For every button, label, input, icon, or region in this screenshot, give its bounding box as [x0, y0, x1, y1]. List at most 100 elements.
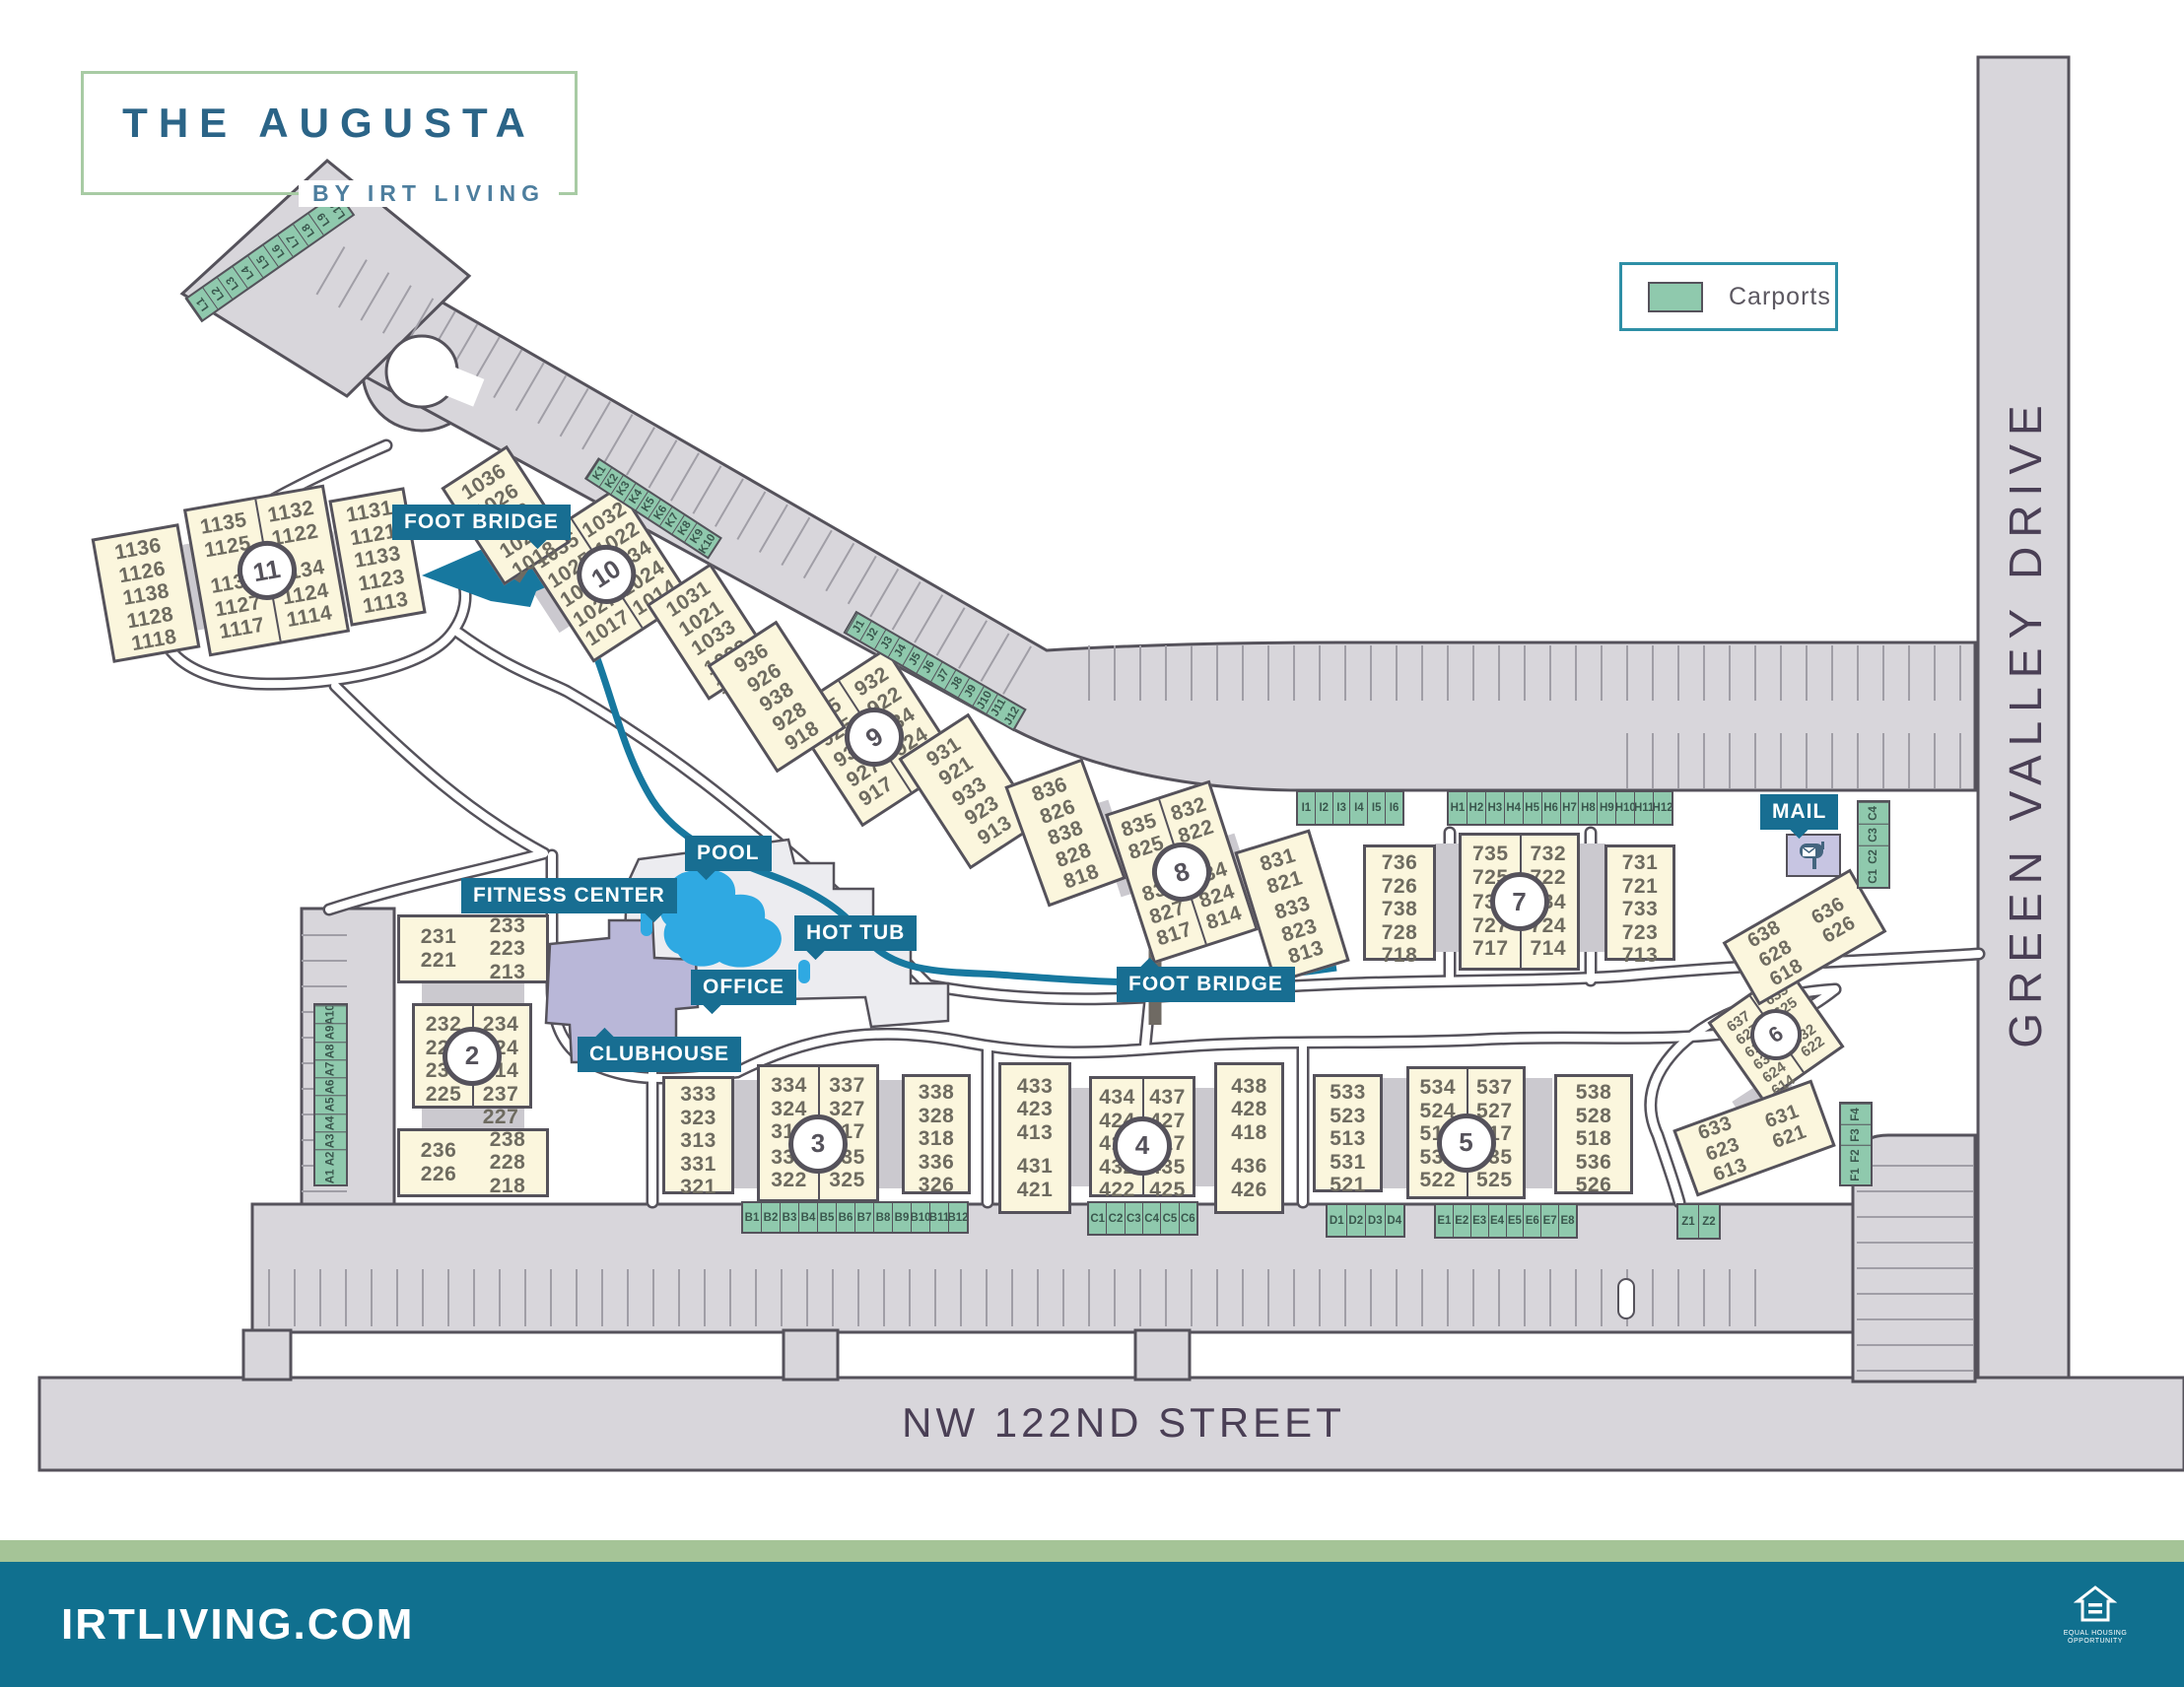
carport-cell: H1: [1449, 792, 1467, 824]
nw-122nd-street-road: [37, 1376, 2184, 1472]
carport-cell: H3: [1486, 792, 1505, 824]
building-7: 735 725 737 727 717 732 722 734 724 714 …: [1459, 833, 1580, 971]
unit-group: 531 521: [1330, 1150, 1366, 1197]
carport-legend-label: Carports: [1729, 282, 1831, 310]
unit-group: 231 221: [420, 925, 457, 972]
unit-group: 536 526: [1575, 1150, 1612, 1197]
carport-cell: C4: [1859, 802, 1888, 824]
building-number-badge: 7: [1489, 872, 1549, 931]
property-name: THE AUGUSTA: [122, 100, 536, 146]
carport-cell: A6: [315, 1077, 346, 1096]
unit-group: 333 323 313: [680, 1083, 717, 1153]
unit-group: 736 726: [1381, 851, 1418, 898]
carport-cell: C4: [1143, 1203, 1162, 1234]
unit-group: 238 228 218: [489, 1127, 526, 1197]
carport-cell: H5: [1524, 792, 1542, 824]
street-label-nw-122nd: NW 122ND STREET: [902, 1399, 1345, 1446]
building-number-badge: 3: [788, 1113, 848, 1174]
carport-cell: H4: [1505, 792, 1524, 824]
carport-cell: C1: [1868, 869, 1879, 884]
green-valley-drive-road: [1976, 55, 2071, 1472]
equal-housing-house-icon: [2073, 1586, 2118, 1622]
carport-cell: B8: [874, 1203, 893, 1232]
unit-group: 636 626: [1808, 892, 1860, 948]
carport-cell: C3: [1859, 823, 1888, 845]
building-units-433: 433 423 413 431 421: [998, 1062, 1071, 1214]
carport-cell: B10: [912, 1203, 930, 1232]
carport-cell: E1: [1436, 1205, 1454, 1237]
unit-group: 832 822: [1168, 792, 1217, 848]
carport-cell: B2: [762, 1203, 781, 1232]
equal-housing-text: EQUAL HOUSING OPPORTUNITY: [2063, 1630, 2128, 1646]
carport-cell: Z2: [1702, 1215, 1716, 1228]
unit-group: 833 823 813: [1271, 892, 1328, 970]
carport-cell: E7: [1541, 1205, 1560, 1237]
carport-cell: B3: [781, 1203, 799, 1232]
building-number-badge: 4: [1113, 1115, 1172, 1176]
carport-cell: E3: [1471, 1205, 1489, 1237]
unit-group: 537 527 517: [1475, 1076, 1513, 1145]
carport-cell: A8: [315, 1041, 346, 1059]
footer-bar: IRTLIVING.COM: [0, 1562, 2184, 1687]
carport-cell: B1: [743, 1203, 762, 1232]
carport-strip-H: H1H2H3H4H5H6H7H8H9H10H11H12: [1447, 790, 1673, 826]
unit-group: 638 628 618: [1743, 916, 1808, 991]
building-4: 434 424 414 432 422 437 427 417 435 425 …: [1089, 1076, 1195, 1201]
carport-cell: B4: [799, 1203, 818, 1232]
label-pool: POOL: [685, 836, 772, 881]
unit-group: 438 428 418: [1231, 1074, 1267, 1144]
label-foot-bridge-west: FOOT BRIDGE: [392, 505, 571, 550]
carport-cell: E4: [1489, 1205, 1507, 1237]
carport-cell: C2: [1859, 844, 1888, 867]
unit-group: 831 821: [1257, 844, 1306, 899]
mailbox-icon: [1786, 834, 1841, 877]
carport-cell: B7: [855, 1203, 874, 1232]
carport-cell: I4: [1350, 792, 1369, 824]
property-subtitle: BY IRT LIVING: [298, 180, 559, 207]
carport-cell: C2: [1107, 1203, 1126, 1234]
unit-group: 631 621: [1761, 1100, 1809, 1154]
carport-cell: A1: [324, 1168, 337, 1183]
carport-cell: H2: [1467, 792, 1486, 824]
unit-group: 1138 1128 1118: [120, 579, 179, 656]
building-number-badge: 2: [443, 1026, 502, 1086]
label-clubhouse: CLUBHOUSE: [578, 1027, 742, 1072]
carport-cell: A9: [315, 1023, 346, 1042]
website-link[interactable]: IRTLIVING.COM: [61, 1599, 415, 1649]
unit-group: 338 328 318: [918, 1081, 955, 1151]
carport-cell: F3: [1841, 1123, 1871, 1145]
carport-cell: A3: [315, 1131, 346, 1150]
building-units-438: 438 428 418 436 426: [1214, 1062, 1284, 1214]
unit-group: 1131 1121: [344, 496, 399, 550]
building-units-731: 731 721 733 723 713: [1604, 844, 1675, 967]
carport-cell: D2: [1347, 1205, 1366, 1236]
carport-cell: H6: [1542, 792, 1561, 824]
carport-cell: B9: [893, 1203, 912, 1232]
unit-group: 1136 1126: [112, 533, 168, 587]
carport-cell: H7: [1561, 792, 1580, 824]
street-label-green-valley-drive: GREEN VALLEY DRIVE: [2000, 396, 2051, 1048]
unit-group: 633 623 613: [1695, 1113, 1750, 1186]
carport-cell: H9: [1598, 792, 1617, 824]
pool-shape: [659, 869, 782, 968]
carport-cell: I3: [1333, 792, 1351, 824]
carport-cell: I6: [1389, 802, 1399, 814]
unit-group: 738 728 718: [1381, 898, 1418, 968]
carport-cell: H11: [1635, 792, 1655, 824]
carport-cell: E2: [1454, 1205, 1471, 1237]
building-units-338: 338 328 318 336 326: [902, 1074, 971, 1196]
carport-cell: B11: [930, 1203, 949, 1232]
unit-group: 331 321: [680, 1152, 717, 1199]
unit-group: 1133 1123 1113: [352, 542, 411, 619]
carport-cell: I1: [1298, 792, 1316, 824]
unit-group: 534 524 514: [1419, 1076, 1457, 1145]
building-11: 1135 1125 1137 1127 1117 1132 1122 1134 …: [182, 484, 351, 657]
